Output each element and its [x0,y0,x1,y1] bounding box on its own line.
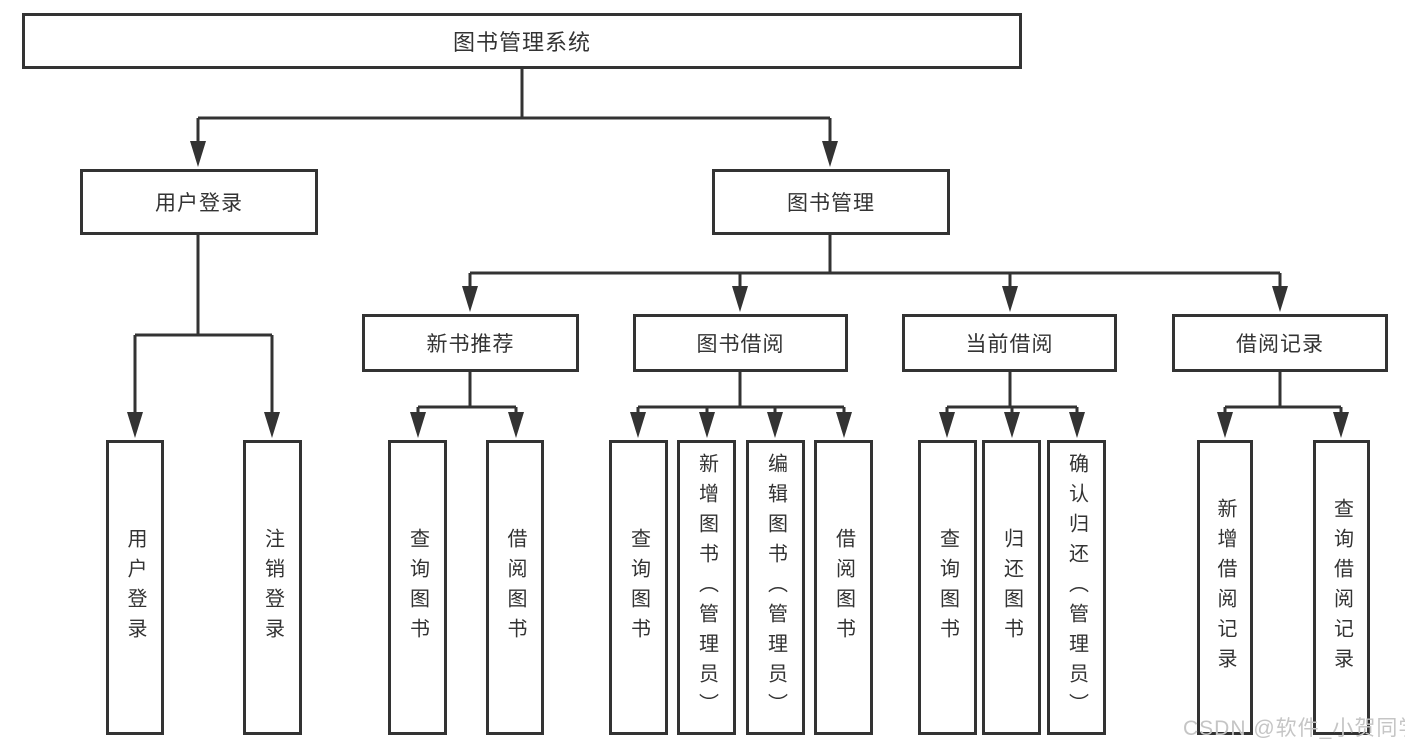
arrowhead-down-icon [462,286,478,312]
arrowhead-down-icon [1004,412,1020,438]
connector-current-borrow-to-leaves [945,372,1079,414]
leaf-borrow-edit-books-admin-label: 编辑图书（管理员） [764,452,787,723]
node-new-book-recommend-label: 新书推荐 [426,333,515,356]
leaf-current-return-books-label: 归还图书 [1000,527,1023,648]
arrowhead-down-icon [127,412,143,438]
node-current-borrow-label: 当前借阅 [965,333,1054,356]
leaf-newbook-borrow-books: 借阅图书 [486,440,544,735]
leaf-logout-label: 注销登录 [261,527,284,648]
leaf-borrow-borrow-books: 借阅图书 [814,440,873,735]
arrowhead-down-icon [1002,286,1018,312]
leaf-borrow-add-books-admin: 新增图书（管理员） [677,440,736,735]
leaf-user-login-label: 用户登录 [124,527,146,648]
arrowhead-down-icon [699,412,715,438]
arrowhead-down-icon [1217,412,1233,438]
connector-book-borrow-to-leaves [636,372,846,414]
leaf-record-add-borrow-record: 新增借阅记录 [1197,440,1253,735]
connector-root-to-level2 [196,69,832,143]
leaf-borrow-edit-books-admin: 编辑图书（管理员） [746,440,805,735]
node-current-borrow: 当前借阅 [902,314,1117,372]
leaf-logout: 注销登录 [243,440,302,735]
leaf-current-confirm-return-admin-label: 确认归还（管理员） [1065,452,1088,723]
leaf-record-query-borrow-record: 查询借阅记录 [1313,440,1370,735]
arrowhead-down-icon [732,286,748,312]
arrowhead-down-icon [1069,412,1085,438]
leaf-record-query-borrow-record-label: 查询借阅记录 [1330,497,1353,678]
connector-book-mgmt-to-level3 [468,235,1282,288]
arrowhead-down-icon [822,141,838,167]
node-user-login-label: 用户登录 [155,192,243,215]
leaf-record-add-borrow-record-label: 新增借阅记录 [1214,497,1236,678]
leaf-borrow-query-books: 查询图书 [609,440,668,735]
arrowhead-down-icon [508,412,524,438]
leaf-current-query-books-label: 查询图书 [936,527,959,648]
arrowhead-down-icon [767,412,783,438]
leaf-borrow-query-books-label: 查询图书 [627,527,650,648]
csdn-watermark: CSDN @软件_小贺同学 [1183,717,1405,740]
connector-user-login-to-leaves [133,235,274,414]
leaf-user-login: 用户登录 [106,440,164,735]
node-user-login: 用户登录 [80,169,318,235]
leaf-newbook-borrow-books-label: 借阅图书 [504,527,526,648]
node-borrow-record: 借阅记录 [1172,314,1388,372]
node-book-management-label: 图书管理 [787,192,875,215]
node-root-label: 图书管理系统 [452,30,591,55]
connector-new-book-rec-to-leaves [416,372,518,414]
leaf-borrow-add-books-admin-label: 新增图书（管理员） [695,452,718,723]
leaf-current-confirm-return-admin: 确认归还（管理员） [1047,440,1106,735]
connector-borrow-record-to-leaves [1223,372,1343,414]
node-new-book-recommend: 新书推荐 [362,314,579,372]
node-book-borrow: 图书借阅 [633,314,848,372]
leaf-current-query-books: 查询图书 [918,440,977,735]
node-book-borrow-label: 图书借阅 [696,333,785,356]
leaf-newbook-query-books: 查询图书 [388,440,447,735]
arrowhead-down-icon [1272,286,1288,312]
arrowhead-down-icon [264,412,280,438]
arrowhead-down-icon [1333,412,1349,438]
node-book-management: 图书管理 [712,169,950,235]
leaf-newbook-query-books-label: 查询图书 [406,527,429,648]
arrowhead-down-icon [410,412,426,438]
arrowhead-down-icon [190,141,206,167]
arrowhead-down-icon [630,412,646,438]
arrowhead-down-icon [836,412,852,438]
leaf-borrow-borrow-books-label: 借阅图书 [832,527,855,648]
arrowhead-down-icon [939,412,955,438]
leaf-current-return-books: 归还图书 [982,440,1041,735]
node-root-system: 图书管理系统 [22,13,1022,69]
node-borrow-record-label: 借阅记录 [1236,333,1324,356]
